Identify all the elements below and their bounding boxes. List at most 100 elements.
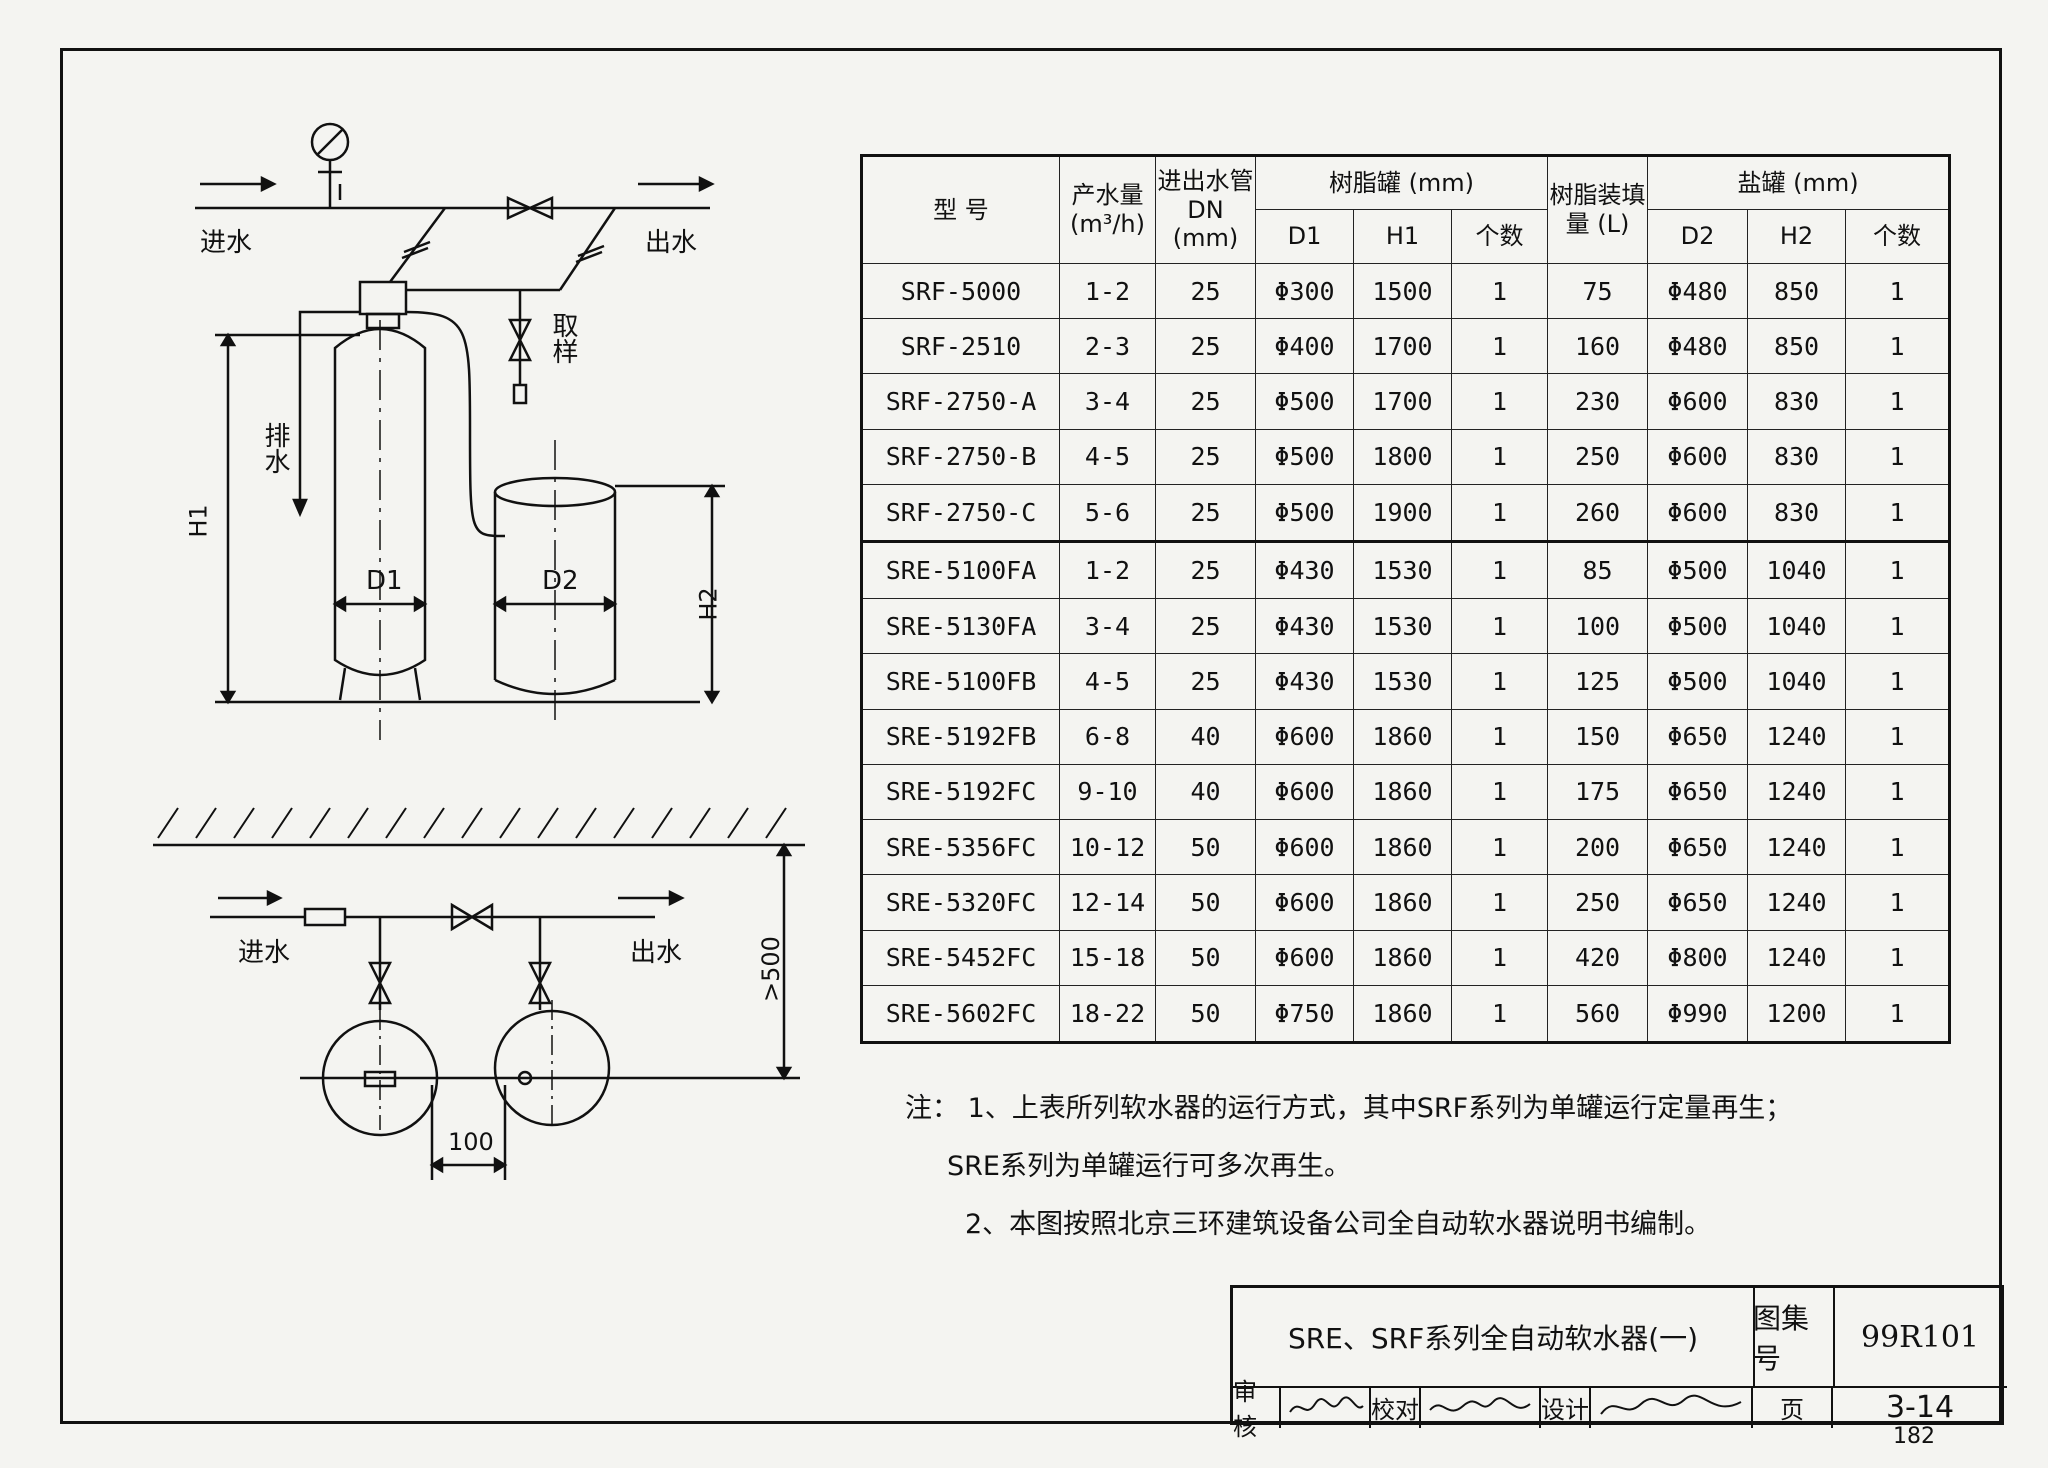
table-cell: 2-3	[1059, 318, 1156, 375]
table-cell: Φ500	[1255, 483, 1354, 543]
model-cell: SRE-5356FC	[861, 819, 1060, 876]
header-d2: D2	[1647, 209, 1749, 264]
table-cell: 1040	[1747, 653, 1847, 710]
table-cell: 1	[1450, 763, 1549, 821]
table-cell: 1	[1845, 373, 1951, 430]
table-cell: 1700	[1353, 318, 1452, 375]
table-cell: 1	[1845, 763, 1951, 821]
model-cell: SRE-5320FC	[861, 874, 1060, 931]
table-cell: 1	[1450, 540, 1549, 600]
table-cell: 1240	[1747, 929, 1847, 986]
model-cell: SRE-5452FC	[861, 929, 1060, 986]
table-cell: 230	[1547, 373, 1649, 430]
table-cell: 1900	[1353, 483, 1452, 543]
table-cell: Φ600	[1255, 708, 1354, 765]
table-cell: 50	[1155, 819, 1256, 876]
table-cell: 150	[1547, 708, 1649, 765]
table-cell: 1	[1845, 708, 1951, 765]
table-cell: 1040	[1747, 598, 1847, 655]
table-cell: 1040	[1747, 540, 1847, 600]
table-cell: Φ600	[1647, 428, 1749, 485]
header-model: 型 号	[861, 155, 1060, 264]
table-cell: 40	[1155, 763, 1256, 821]
table-cell: 1	[1450, 598, 1549, 655]
table-cell: 1	[1845, 929, 1951, 986]
table-cell: 1240	[1747, 708, 1847, 765]
model-cell: SRF-2750-A	[861, 373, 1060, 430]
table-cell: 850	[1747, 262, 1847, 320]
table-cell: 1	[1845, 483, 1951, 543]
table-cell: Φ430	[1255, 540, 1354, 600]
drawing-title: SRE、SRF系列全自动软水器(一)	[1233, 1288, 1755, 1388]
design-label: 设计	[1541, 1386, 1591, 1428]
table-cell: 5-6	[1059, 483, 1156, 543]
table-cell: 1240	[1747, 874, 1847, 931]
header-resin-tank: 树脂罐 (mm)	[1254, 155, 1549, 210]
inlet-label: 进水	[200, 228, 253, 258]
model-cell: SRE-5100FA	[861, 540, 1060, 600]
table-cell: Φ800	[1647, 929, 1749, 986]
table-cell: Φ500	[1255, 373, 1354, 430]
table-cell: 175	[1547, 763, 1649, 821]
drain-label: 排水	[260, 422, 290, 474]
table-cell: Φ500	[1647, 540, 1749, 600]
table-cell: 1860	[1353, 708, 1452, 765]
note-line-1: 注： 1、上表所列软水器的运行方式，其中SRF系列为单罐运行定量再生；	[905, 1093, 1793, 1124]
table-cell: 18-22	[1059, 984, 1156, 1044]
filter-icon	[303, 907, 347, 927]
table-cell: 1200	[1747, 984, 1847, 1044]
table-cell: Φ650	[1647, 874, 1749, 931]
table-cell: 4-5	[1059, 653, 1156, 710]
table-cell: 25	[1155, 598, 1256, 655]
table-cell: 830	[1747, 373, 1847, 430]
table-cell: 1	[1845, 984, 1951, 1044]
title-block: SRE、SRF系列全自动软水器(一) 图集号 99R101 审核 校对 设计 页…	[1230, 1285, 2007, 1441]
table-cell: 1860	[1353, 763, 1452, 821]
table-cell: 1	[1450, 653, 1549, 710]
table-cell: 1	[1845, 819, 1951, 876]
review-label: 审核	[1233, 1378, 1281, 1441]
table-cell: 25	[1155, 262, 1256, 320]
table-cell: Φ990	[1647, 984, 1749, 1044]
table-cell: 25	[1155, 318, 1256, 375]
table-cell: 1	[1450, 874, 1549, 931]
table-cell: 1	[1450, 819, 1549, 876]
table-cell: 50	[1155, 874, 1256, 931]
check-label: 校对	[1371, 1386, 1421, 1428]
table-cell: Φ430	[1255, 653, 1354, 710]
table-cell: 200	[1547, 819, 1649, 876]
check-signature	[1421, 1386, 1541, 1428]
table-cell: 1860	[1353, 819, 1452, 876]
table-cell: 1	[1845, 540, 1951, 600]
table-cell: Φ650	[1647, 819, 1749, 876]
table-cell: 250	[1547, 874, 1649, 931]
model-cell: SRE-5100FB	[861, 653, 1060, 710]
d2-label: D2	[542, 566, 579, 596]
table-cell: 1860	[1353, 984, 1452, 1044]
table-cell: Φ400	[1255, 318, 1354, 375]
valve-icon	[450, 902, 475, 932]
table-cell: Φ600	[1255, 819, 1354, 876]
d1-label: D1	[366, 566, 403, 596]
table-cell: 85	[1547, 540, 1649, 600]
table-cell: 3-4	[1059, 373, 1156, 430]
valve-icon	[367, 961, 393, 986]
table-cell: 3-4	[1059, 598, 1156, 655]
table-cell: 1700	[1353, 373, 1452, 430]
table-cell: 1	[1845, 262, 1951, 320]
table-cell: 1530	[1353, 653, 1452, 710]
note-line-3: 2、本图按照北京三环建筑设备公司全自动软水器说明书编制。	[965, 1209, 1712, 1240]
table-cell: 1	[1845, 428, 1951, 485]
table-cell: 560	[1547, 984, 1649, 1044]
table-cell: 1	[1845, 874, 1951, 931]
dim-100-label: 100	[448, 1128, 494, 1156]
model-cell: SRF-2750-C	[861, 483, 1060, 543]
table-cell: 50	[1155, 929, 1256, 986]
